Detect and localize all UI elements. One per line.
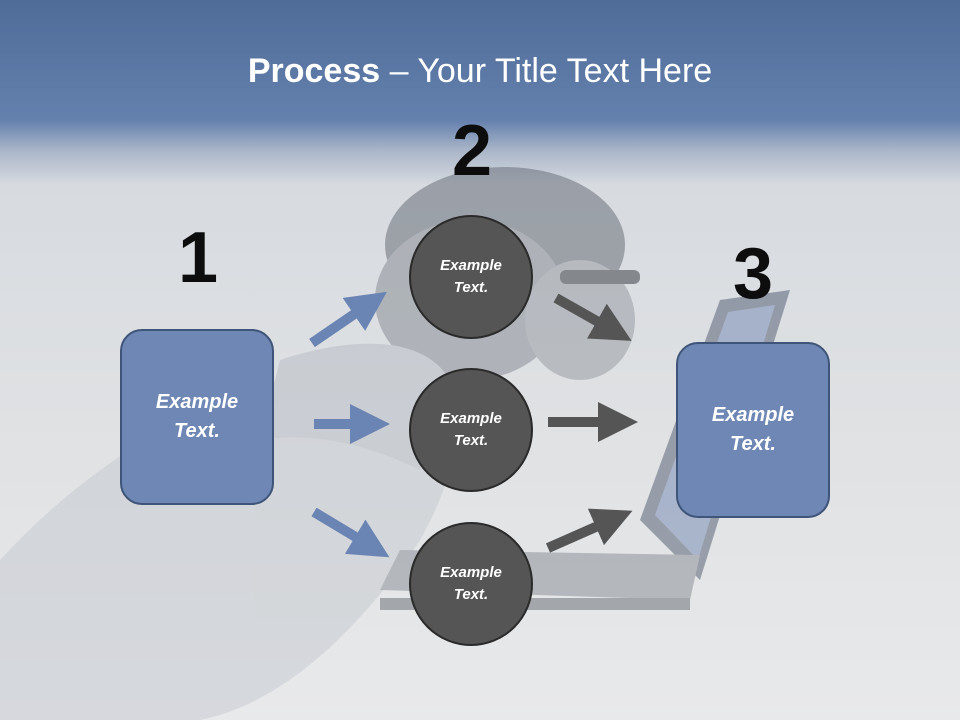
step-number-2: 2 [451,111,493,191]
step-2-circle-bottom: Example Text. [409,522,533,646]
title-rest: – Your Title Text Here [380,52,713,90]
step-number-1: 1 [177,218,219,298]
arrow-icon [545,508,633,553]
arrow-icon [311,507,390,558]
arrow-icon [309,291,387,348]
step-1-box-line2: Text. [174,420,220,442]
step-1-box: Example Text. [120,329,274,505]
step-3-box-line2: Text. [730,433,776,455]
circle-top-line1: Example [440,256,502,274]
step-3-box-line1: Example [711,404,795,426]
title-bold: Process [247,52,381,90]
circle-top-line2: Text. [453,279,489,296]
circle-bottom-line2: Text. [453,586,489,603]
step-2-circle-top: Example Text. [409,215,533,339]
circle-bottom-line1: Example [440,563,502,581]
circle-middle-line2: Text. [453,432,489,449]
step-3-box: Example Text. [676,342,830,518]
slide-title: Process – Your Title Text Here [0,52,960,91]
circle-middle-line1: Example [440,409,502,427]
arrow-icon [553,293,632,341]
step-2-circle-middle: Example Text. [409,368,533,492]
step-1-box-line1: Example [155,391,239,413]
step-number-3: 3 [732,234,774,314]
